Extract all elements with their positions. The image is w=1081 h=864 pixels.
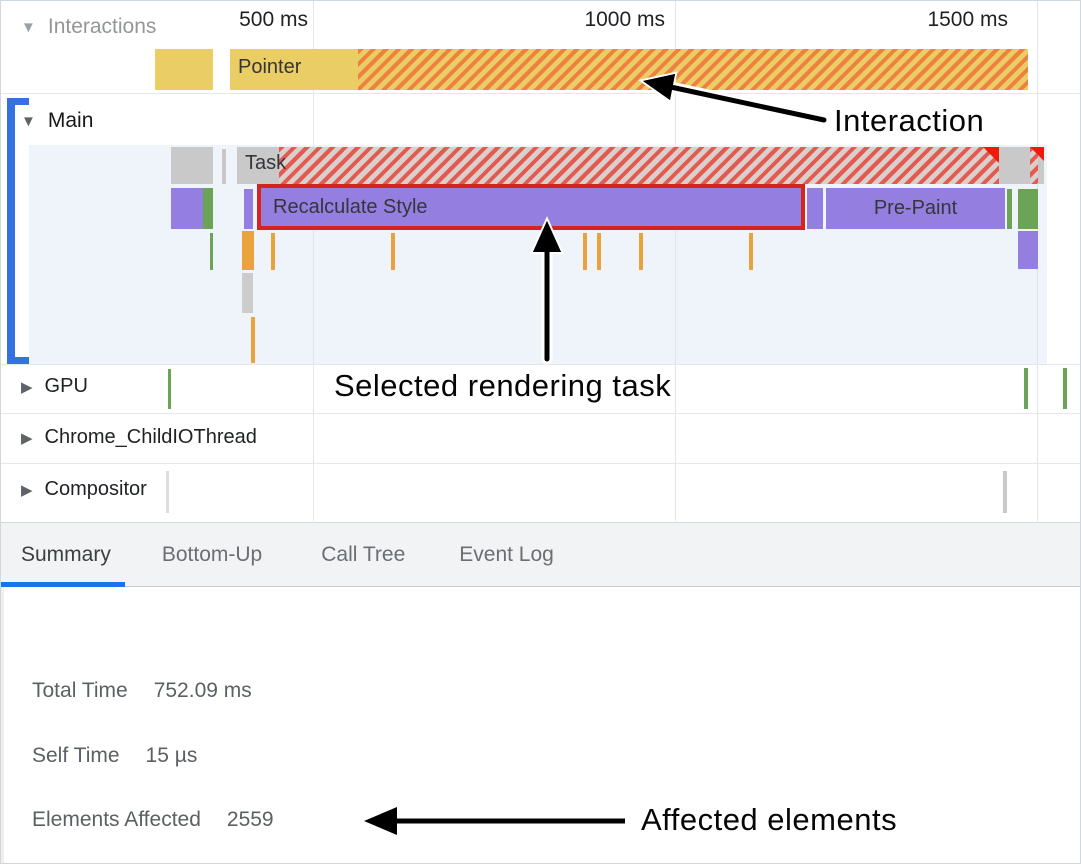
- pre-paint-bar-label: Pre-Paint: [873, 197, 958, 219]
- selected-bar-label: Recalculate Style: [273, 195, 428, 218]
- track-label-chrome-childiothread: Chrome_ChildIOThread: [44, 426, 257, 448]
- ruler-gridline-1000ms: [675, 1, 676, 521]
- long-task-hatch-sliver: [1030, 147, 1038, 184]
- flame-event-tick[interactable]: [749, 233, 753, 270]
- flame-event-tick[interactable]: [1063, 368, 1067, 409]
- ruler-label-1000ms: 1000 ms: [584, 8, 665, 31]
- track-label-compositor: Compositor: [44, 478, 147, 500]
- track-header-chrome-childiothread[interactable]: ▶ Chrome_ChildIOThread: [21, 426, 257, 449]
- selected-recalculate-style-bar[interactable]: Recalculate Style: [257, 184, 805, 230]
- main-selection-bracket: [7, 98, 15, 364]
- flame-event-tick[interactable]: [597, 233, 601, 270]
- summary-total-time-row: Total Time 752.09 ms: [32, 679, 252, 703]
- annotation-affected-elements: Affected elements: [641, 802, 898, 837]
- flame-event-tick[interactable]: [210, 233, 213, 270]
- flame-event-tick[interactable]: [271, 233, 275, 270]
- flame-event-tick[interactable]: [251, 317, 255, 363]
- track-header-main[interactable]: ▼ Main: [21, 109, 93, 133]
- main-selection-bracket-top: [7, 98, 29, 105]
- flame-event-tick[interactable]: [1024, 368, 1028, 409]
- main-selection-bracket-bottom: [7, 357, 29, 364]
- ruler-label-500ms: 500 ms: [239, 8, 308, 31]
- elements-affected-label: Elements Affected: [32, 808, 201, 831]
- flame-event-tick[interactable]: [1003, 471, 1007, 513]
- flame-event-tick[interactable]: [168, 369, 171, 409]
- track-header-interactions[interactable]: ▼ Interactions: [21, 15, 156, 39]
- long-task-hatch: [279, 147, 999, 184]
- collapse-triangle-icon[interactable]: ▼: [21, 112, 36, 130]
- collapse-triangle-icon[interactable]: ▼: [21, 18, 36, 36]
- pointer-interaction-overlong-hatch: [358, 49, 1028, 90]
- interaction-event-bar[interactable]: [155, 49, 213, 90]
- task-bar-label: Task: [245, 152, 287, 174]
- tab-bottom-up[interactable]: Bottom-Up: [145, 523, 279, 586]
- track-label-gpu: GPU: [44, 375, 88, 397]
- flame-event-tick[interactable]: [171, 147, 213, 184]
- flame-event-tick[interactable]: [639, 233, 643, 270]
- summary-self-time-row: Self Time 15 µs: [32, 744, 197, 768]
- section-divider: [1, 93, 1080, 94]
- expand-triangle-icon[interactable]: ▶: [21, 378, 33, 396]
- self-time-label: Self Time: [32, 744, 120, 767]
- flame-event-tick[interactable]: [242, 273, 253, 313]
- flame-event-tick[interactable]: [171, 188, 203, 229]
- summary-elements-affected-row: Elements Affected 2559: [32, 808, 274, 832]
- elements-affected-value: 2559: [226, 808, 274, 831]
- section-divider: [1, 463, 1080, 464]
- flame-event-tick[interactable]: [1018, 231, 1038, 269]
- tab-call-tree[interactable]: Call Tree: [304, 523, 422, 586]
- expand-triangle-icon[interactable]: ▶: [21, 481, 33, 499]
- pointer-interaction-bar[interactable]: Pointer: [230, 49, 1028, 90]
- pre-paint-bar[interactable]: Pre-Paint: [826, 188, 1005, 229]
- flame-event-tick[interactable]: [391, 233, 395, 270]
- task-bar[interactable]: Task: [237, 147, 999, 184]
- expand-triangle-icon[interactable]: ▶: [21, 429, 33, 447]
- tab-call-tree-label: Call Tree: [321, 542, 406, 566]
- flame-event-tick[interactable]: [244, 189, 253, 229]
- annotation-selected-task: Selected rendering task: [334, 368, 672, 403]
- track-label-main: Main: [47, 109, 94, 132]
- tab-event-log[interactable]: Event Log: [442, 523, 571, 586]
- track-label-interactions: Interactions: [47, 15, 157, 38]
- annotation-interaction: Interaction: [834, 103, 985, 138]
- track-header-gpu[interactable]: ▶ GPU: [21, 375, 88, 398]
- ruler-gridline-500ms: [313, 1, 314, 521]
- flame-event-tick[interactable]: [203, 188, 213, 229]
- task-bar-2[interactable]: [999, 147, 1044, 184]
- active-tab-underline: [1, 582, 125, 587]
- flame-event-tick[interactable]: [166, 471, 169, 513]
- flame-event-tick[interactable]: [583, 233, 587, 270]
- section-divider: [1, 364, 1080, 365]
- total-time-value: 752.09 ms: [153, 679, 252, 702]
- track-header-compositor[interactable]: ▶ Compositor: [21, 478, 147, 501]
- flame-event-tick[interactable]: [807, 188, 823, 229]
- bottom-tabbar: Summary Bottom-Up Call Tree Event Log: [1, 522, 1080, 587]
- flame-event-tick[interactable]: [222, 149, 226, 184]
- flame-event-tick[interactable]: [242, 231, 254, 270]
- tab-summary-label: Summary: [21, 542, 111, 566]
- ruler-label-1500ms: 1500 ms: [927, 8, 1008, 31]
- pointer-bar-label: Pointer: [238, 56, 302, 78]
- self-time-value: 15 µs: [145, 744, 198, 767]
- tab-summary[interactable]: Summary: [1, 523, 128, 586]
- total-time-label: Total Time: [32, 679, 128, 702]
- tab-event-log-label: Event Log: [459, 542, 554, 566]
- tab-bottom-up-label: Bottom-Up: [161, 542, 263, 566]
- flame-event-tick[interactable]: [1007, 189, 1012, 229]
- section-divider: [1, 413, 1080, 414]
- flame-event-tick[interactable]: [1018, 189, 1038, 229]
